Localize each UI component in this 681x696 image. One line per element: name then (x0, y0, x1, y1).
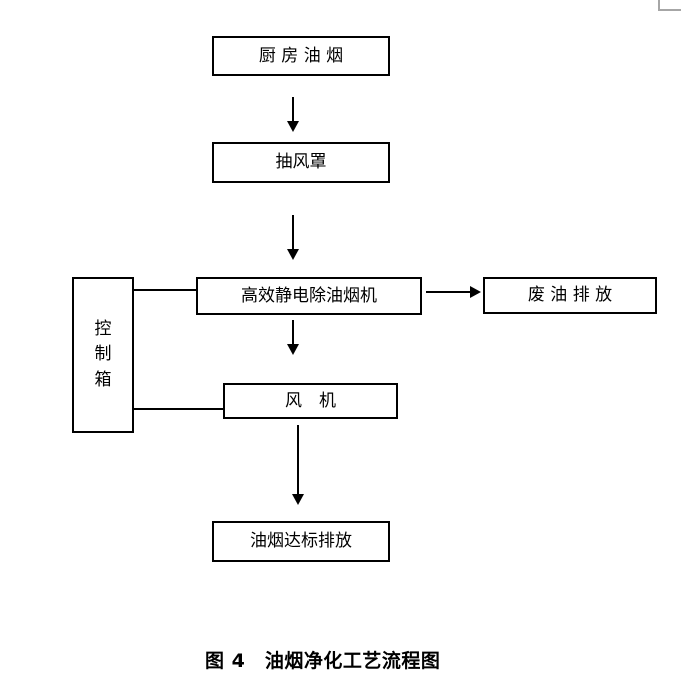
node-fan: 风 机 (223, 383, 398, 419)
arrowhead-down-icon (287, 121, 299, 132)
arrow-hood-to-purifier (292, 215, 294, 249)
node-exhaust-hood-label: 抽风罩 (275, 152, 327, 172)
node-compliant-discharge-label: 油烟达标排放 (250, 531, 352, 551)
node-electrostatic-purifier: 高效静电除油烟机 (196, 277, 422, 315)
figure-caption: 图 4 油烟净化工艺流程图 (205, 650, 441, 672)
node-waste-oil-discharge-label: 废 油 排 放 (527, 285, 613, 305)
node-fan-label: 风 机 (285, 390, 336, 411)
connector-control-to-purifier (134, 289, 196, 291)
node-exhaust-hood: 抽风罩 (212, 142, 390, 183)
arrow-purifier-to-waste (426, 291, 471, 293)
node-control-box: 控制箱 (72, 277, 134, 433)
arrowhead-down-icon (287, 344, 299, 355)
node-waste-oil-discharge: 废 油 排 放 (483, 277, 657, 314)
arrowhead-down-icon (292, 494, 304, 505)
node-kitchen-fume: 厨 房 油 烟 (212, 36, 390, 76)
node-kitchen-fume-label: 厨 房 油 烟 (258, 45, 344, 66)
arrowhead-right-icon (470, 286, 481, 298)
arrow-fan-to-outlet (297, 425, 299, 494)
node-electrostatic-purifier-label: 高效静电除油烟机 (241, 285, 377, 306)
arrowhead-down-icon (287, 249, 299, 260)
connector-control-to-fan (134, 408, 223, 410)
node-control-box-label: 控制箱 (94, 318, 112, 390)
page-margin-corner-mark (658, 0, 660, 10)
arrow-kitchen-to-hood (292, 97, 294, 122)
node-compliant-discharge: 油烟达标排放 (212, 521, 390, 562)
page-margin-corner-mark (658, 9, 681, 11)
arrow-purifier-to-fan (292, 320, 294, 344)
